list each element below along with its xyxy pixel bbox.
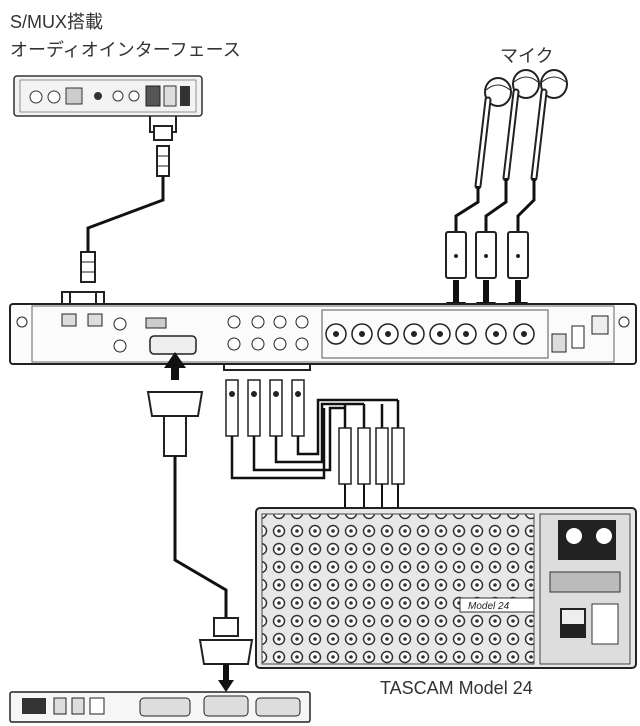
mixer-model-text: Model 24 <box>468 601 510 612</box>
mixer: Model 24 <box>255 507 637 669</box>
optical-cable <box>80 145 170 283</box>
db25-cable <box>146 352 254 692</box>
bottom-rack-unit <box>9 691 311 723</box>
audio-interface-label-line1: S/MUX搭載 <box>10 12 104 32</box>
audio-interface <box>13 75 203 117</box>
line-cables <box>223 364 405 520</box>
rack-preamp <box>9 303 637 365</box>
microphone-label: マイク <box>500 46 554 66</box>
microphone <box>445 69 568 316</box>
audio-interface-label-line2: オーディオインターフェース <box>10 40 241 60</box>
mixer-label: TASCAM Model 24 <box>380 678 533 698</box>
